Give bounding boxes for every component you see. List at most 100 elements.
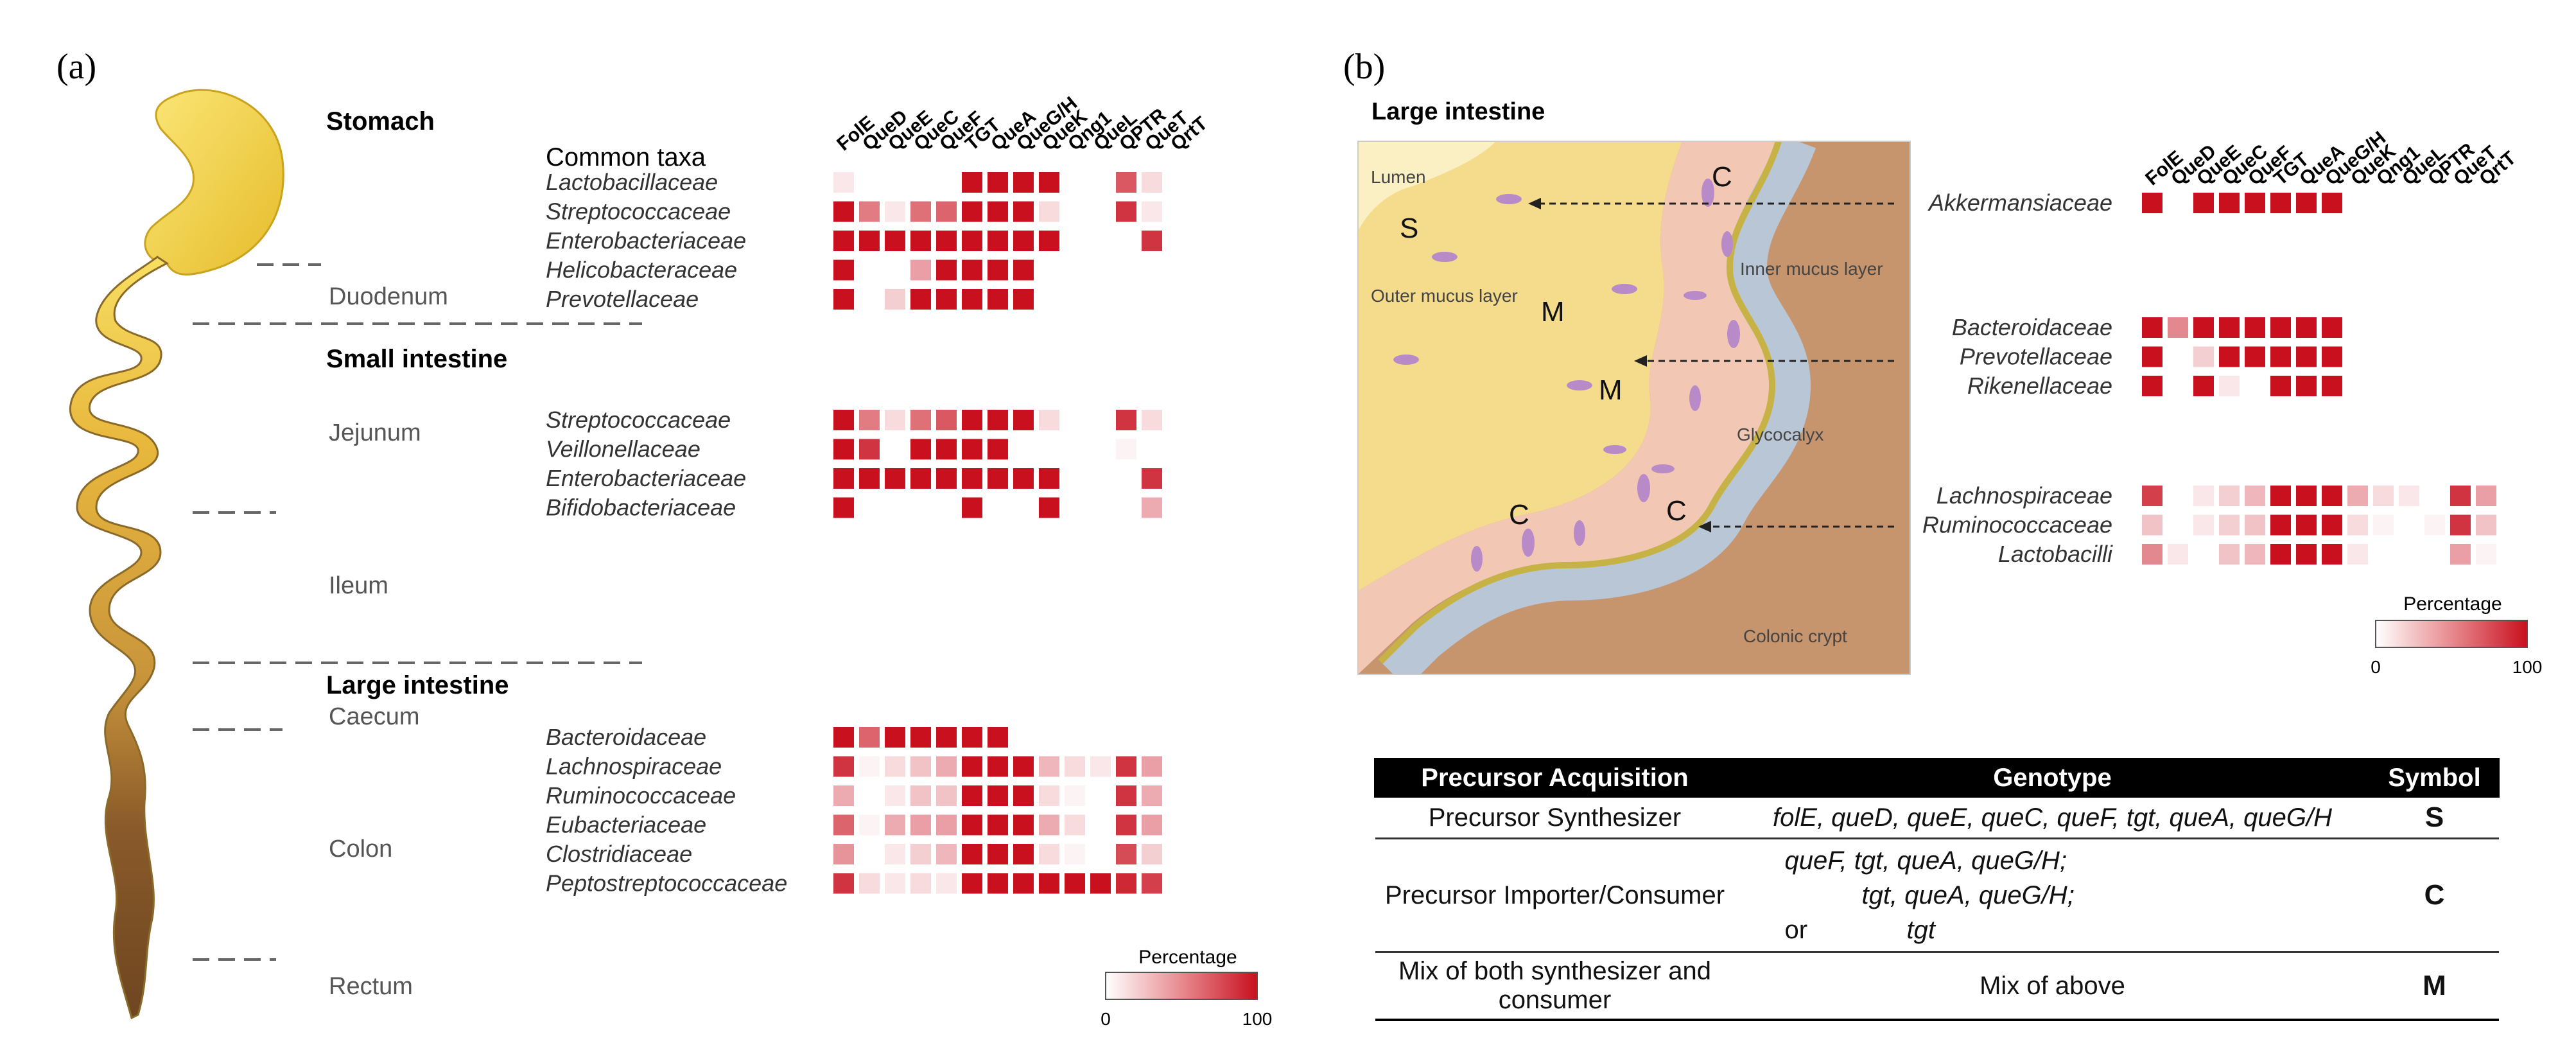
heatmap-cell [1039, 497, 1059, 518]
inner-mucus-area [1358, 141, 1785, 674]
taxon-label: Peptostreptococcaceae [546, 870, 787, 897]
heatmap-cell [962, 468, 982, 489]
segment-colon: Colon [329, 836, 392, 863]
heatmap-cell [988, 785, 1008, 806]
taxon-label: Streptococcaceae [546, 407, 731, 433]
heatmap-cell [910, 259, 931, 281]
heatmap-cell [910, 201, 931, 222]
heatmap-cell [910, 439, 931, 460]
heatmap-cell [1013, 289, 1034, 310]
heatmap-cell [833, 727, 854, 748]
genotype-consumer-line-3: tgt [1906, 916, 1935, 944]
heatmap-cell [1013, 468, 1034, 489]
heatmap-cell [2322, 376, 2342, 396]
heatmap-cell [2168, 317, 2188, 338]
heatmap-cell [936, 727, 957, 748]
heatmap-cell [859, 873, 880, 894]
heatmap-cell [1142, 756, 1162, 777]
heatmap-cell [885, 289, 905, 310]
heatmap-cell [2219, 376, 2240, 396]
heatmap-cell [2450, 544, 2471, 565]
heatmap-cell [1013, 201, 1034, 222]
heatmap-cell [885, 814, 905, 836]
heatmap-cell [1142, 410, 1162, 430]
heatmap-cell [2296, 376, 2317, 396]
heatmap-cell [2296, 346, 2317, 367]
intestine-shape [69, 256, 169, 1020]
heatmap-cell [2270, 486, 2291, 506]
heatmap-cell [1142, 172, 1162, 193]
segment-rectum: Rectum [329, 973, 413, 1000]
heatmap-cell [910, 785, 931, 806]
heatmap-cell [910, 410, 931, 430]
symbol-c-2: C [1509, 499, 1529, 530]
heatmap-cell [1013, 231, 1034, 251]
heatmap-cell [1116, 201, 1136, 222]
heatmap-cell [962, 497, 982, 518]
taxon-label: Prevotellaceae [546, 286, 699, 312]
heatmap-cell [1039, 814, 1059, 836]
heatmap-cell [833, 844, 854, 864]
heatmap-cell [2399, 486, 2419, 506]
heatmap-cell [1039, 785, 1059, 806]
heatmap-cell [2270, 317, 2291, 338]
heatmap-cell [988, 727, 1008, 748]
heatmap-cell [1039, 201, 1059, 222]
heatmap-cell [962, 259, 982, 281]
heatmap-cell [2245, 346, 2265, 367]
heatmap-cell [1065, 844, 1085, 864]
heatmap-cell [1013, 259, 1034, 281]
heatmap-cell [833, 785, 854, 806]
scale-b-title: Percentage [2403, 593, 2502, 615]
heatmap-cell [885, 844, 905, 864]
heatmap-cell [2193, 514, 2214, 536]
taxon-label: Akkermansiaceae [1928, 189, 2112, 216]
taxon-label: Veillonellaceae [546, 436, 701, 462]
heatmap-cell [833, 497, 854, 518]
heatmap-cell [1065, 873, 1085, 894]
heatmap-cell [885, 410, 905, 430]
heatmap-cell [2322, 544, 2342, 565]
heatmap-cell [2322, 317, 2342, 338]
genotype-synthesizer: folE, queD, queE, queC, queF, tgt, queA,… [1734, 796, 2371, 839]
scale-a-min: 0 [1101, 1009, 1111, 1029]
heatmap-cell [2476, 486, 2496, 506]
label-crypt: Colonic crypt [1743, 626, 1847, 646]
heatmap-cell [859, 201, 880, 222]
segment-jejunum: Jejunum [329, 419, 421, 446]
heatmap-cell [2142, 193, 2163, 213]
epithelium-crypt-edge [1379, 141, 1816, 674]
heatmap-cell [2424, 514, 2445, 536]
image-region-labels: Lumen Outer mucus layer Inner mucus laye… [1371, 167, 1883, 646]
scale-a-bar [1105, 972, 1258, 1000]
heatmap-cell [962, 727, 982, 748]
heatmap-cell [2142, 514, 2163, 536]
heatmap-cell [1142, 231, 1162, 251]
heatmap-cell [2270, 346, 2291, 367]
heatmap-cell [2270, 193, 2291, 213]
heatmap-cell [1142, 497, 1162, 518]
heatmap-cell [885, 873, 905, 894]
heatmap-cell [936, 410, 957, 430]
heatmap-cell [1039, 231, 1059, 251]
heatmap-cell [988, 756, 1008, 777]
heatmap-cell [2270, 544, 2291, 565]
taxon-label: Bacteroidaceae [1952, 314, 2112, 340]
heatmap-cell [936, 289, 957, 310]
scale-b-min: 0 [2371, 657, 2381, 677]
heatmap-cell [2373, 486, 2394, 506]
symbol-c-3: C [1666, 495, 1687, 527]
heatmap-cell [1039, 172, 1059, 193]
heatmap-cell [1013, 785, 1034, 806]
heatmap-cell [2476, 514, 2496, 536]
heatmap-cell [2347, 514, 2368, 536]
heatmap-cell [936, 201, 957, 222]
heatmap-cell [962, 172, 982, 193]
heatmap-cell [2168, 544, 2188, 565]
genotype-mix: Mix of above [1734, 952, 2371, 1021]
symbol-c-1: C [1712, 161, 1732, 193]
scale-panel-b: Percentage 0 100 [2371, 593, 2542, 677]
segment-duodenum: Duodenum [329, 283, 448, 310]
taxon-label: Bacteroidaceae [546, 724, 706, 750]
